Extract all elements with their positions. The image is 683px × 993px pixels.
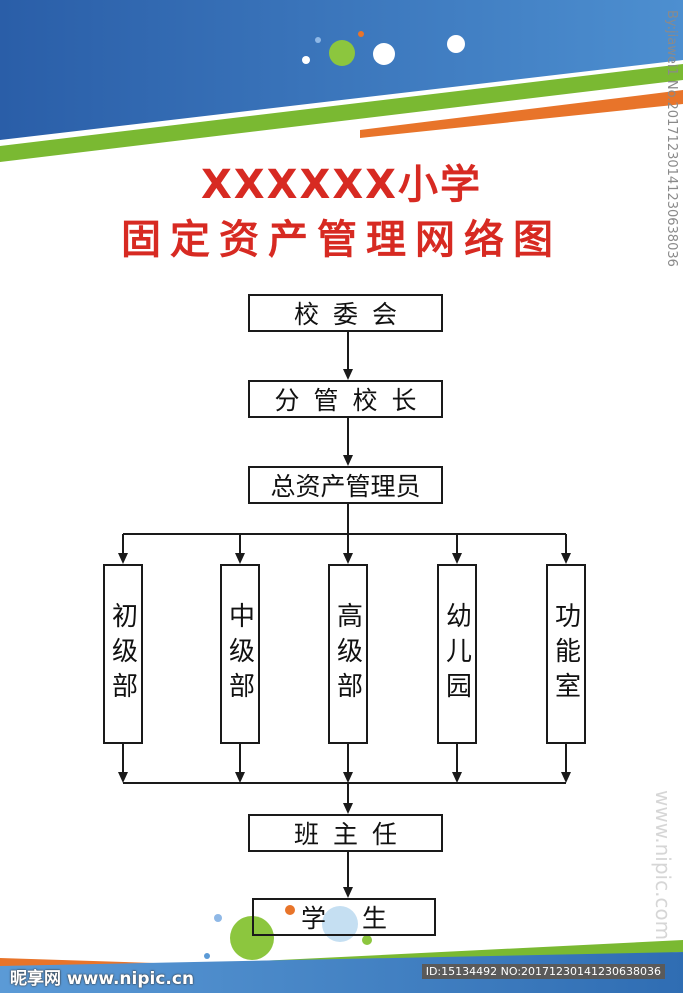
arrow-bus-2 bbox=[235, 772, 245, 783]
arrow-vice bbox=[343, 369, 353, 380]
site-watermark: www.nipic.com bbox=[651, 790, 675, 941]
dot-bottom-blue bbox=[214, 914, 222, 922]
arrow-dept-2 bbox=[235, 553, 245, 564]
dot-white-right bbox=[447, 35, 465, 53]
author-watermark: By:jiawei1 No.20171230141230638036 bbox=[664, 10, 679, 267]
arrow-dept-3 bbox=[343, 553, 353, 564]
arrow-bus-5 bbox=[561, 772, 571, 783]
dot-green bbox=[329, 40, 355, 66]
node-department-kindergarten: 幼儿园 bbox=[437, 564, 477, 744]
dot-bottom-blue-small bbox=[204, 953, 210, 959]
arrow-teacher bbox=[343, 803, 353, 814]
node-department-senior: 高级部 bbox=[328, 564, 368, 744]
id-watermark: ID:15134492 NO:20171230141230638036 bbox=[421, 964, 665, 979]
dot-bottom-green-large bbox=[230, 916, 274, 960]
node-department-middle: 中级部 bbox=[220, 564, 260, 744]
arrow-bus-3 bbox=[343, 772, 353, 783]
node-vice-principal: 分管校长 bbox=[248, 380, 443, 418]
node-students: 学生 bbox=[252, 898, 436, 936]
dot-small-white bbox=[302, 56, 310, 64]
arrow-students bbox=[343, 887, 353, 898]
connectors bbox=[118, 332, 571, 898]
node-asset-manager: 总资产管理员 bbox=[248, 466, 443, 504]
school-name-title: XXXXXX小学 bbox=[200, 162, 483, 208]
top-green-stripe bbox=[0, 64, 683, 162]
chart-title: 固定资产管理网络图 bbox=[121, 217, 562, 263]
node-school-committee: 校委会 bbox=[248, 294, 443, 332]
arrow-bus-1 bbox=[118, 772, 128, 783]
dot-bottom-orange bbox=[285, 905, 295, 915]
arrow-bus-4 bbox=[452, 772, 462, 783]
dot-bottom-lightblue bbox=[322, 906, 358, 942]
bottom-blue-banner bbox=[0, 952, 683, 993]
dot-bottom-green-small bbox=[362, 935, 372, 945]
arrow-dept-5 bbox=[561, 553, 571, 564]
dot-orange bbox=[358, 31, 364, 37]
dot-blue bbox=[315, 37, 321, 43]
arrow-manager bbox=[343, 455, 353, 466]
dot-white-large bbox=[373, 43, 395, 65]
arrow-dept-1 bbox=[118, 553, 128, 564]
node-class-teacher: 班主任 bbox=[248, 814, 443, 852]
top-orange-stripe bbox=[360, 90, 683, 138]
top-blue-banner bbox=[0, 0, 683, 140]
brand-watermark: 昵享网 www.nipic.cn bbox=[10, 969, 195, 989]
arrow-dept-4 bbox=[452, 553, 462, 564]
node-department-function-rooms: 功能室 bbox=[546, 564, 586, 744]
node-department-primary: 初级部 bbox=[103, 564, 143, 744]
